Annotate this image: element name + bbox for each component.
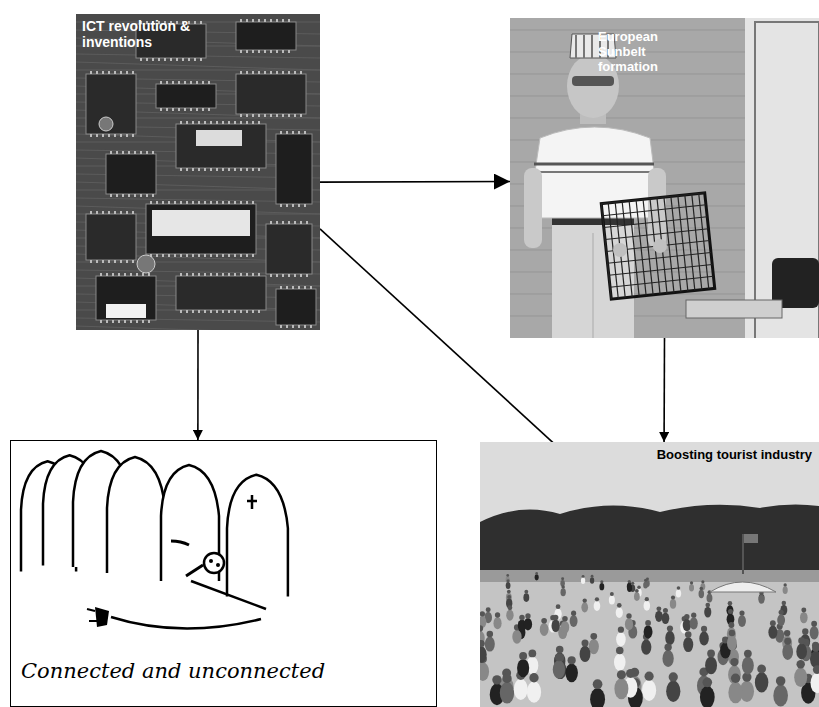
- panel-caption: European Sunbelt formation: [598, 30, 678, 75]
- arrow-connector: [197, 330, 199, 440]
- illustration: [510, 18, 819, 338]
- panel-caption: Connected and unconnected: [21, 659, 421, 683]
- panel-caption: Boosting tourist industry: [630, 448, 812, 463]
- arrow-connector: [320, 181, 510, 183]
- illustration: [480, 442, 819, 707]
- illustration: [76, 14, 320, 330]
- picture-panel: ICT revolution & inventions: [76, 14, 320, 330]
- panel-caption: ICT revolution & inventions: [82, 18, 222, 50]
- picture-panel: European Sunbelt formation: [510, 18, 819, 338]
- picture-panel: Connected and unconnected: [10, 440, 437, 707]
- picture-panel: Boosting tourist industry: [480, 442, 819, 707]
- arrow-connector: [663, 338, 665, 442]
